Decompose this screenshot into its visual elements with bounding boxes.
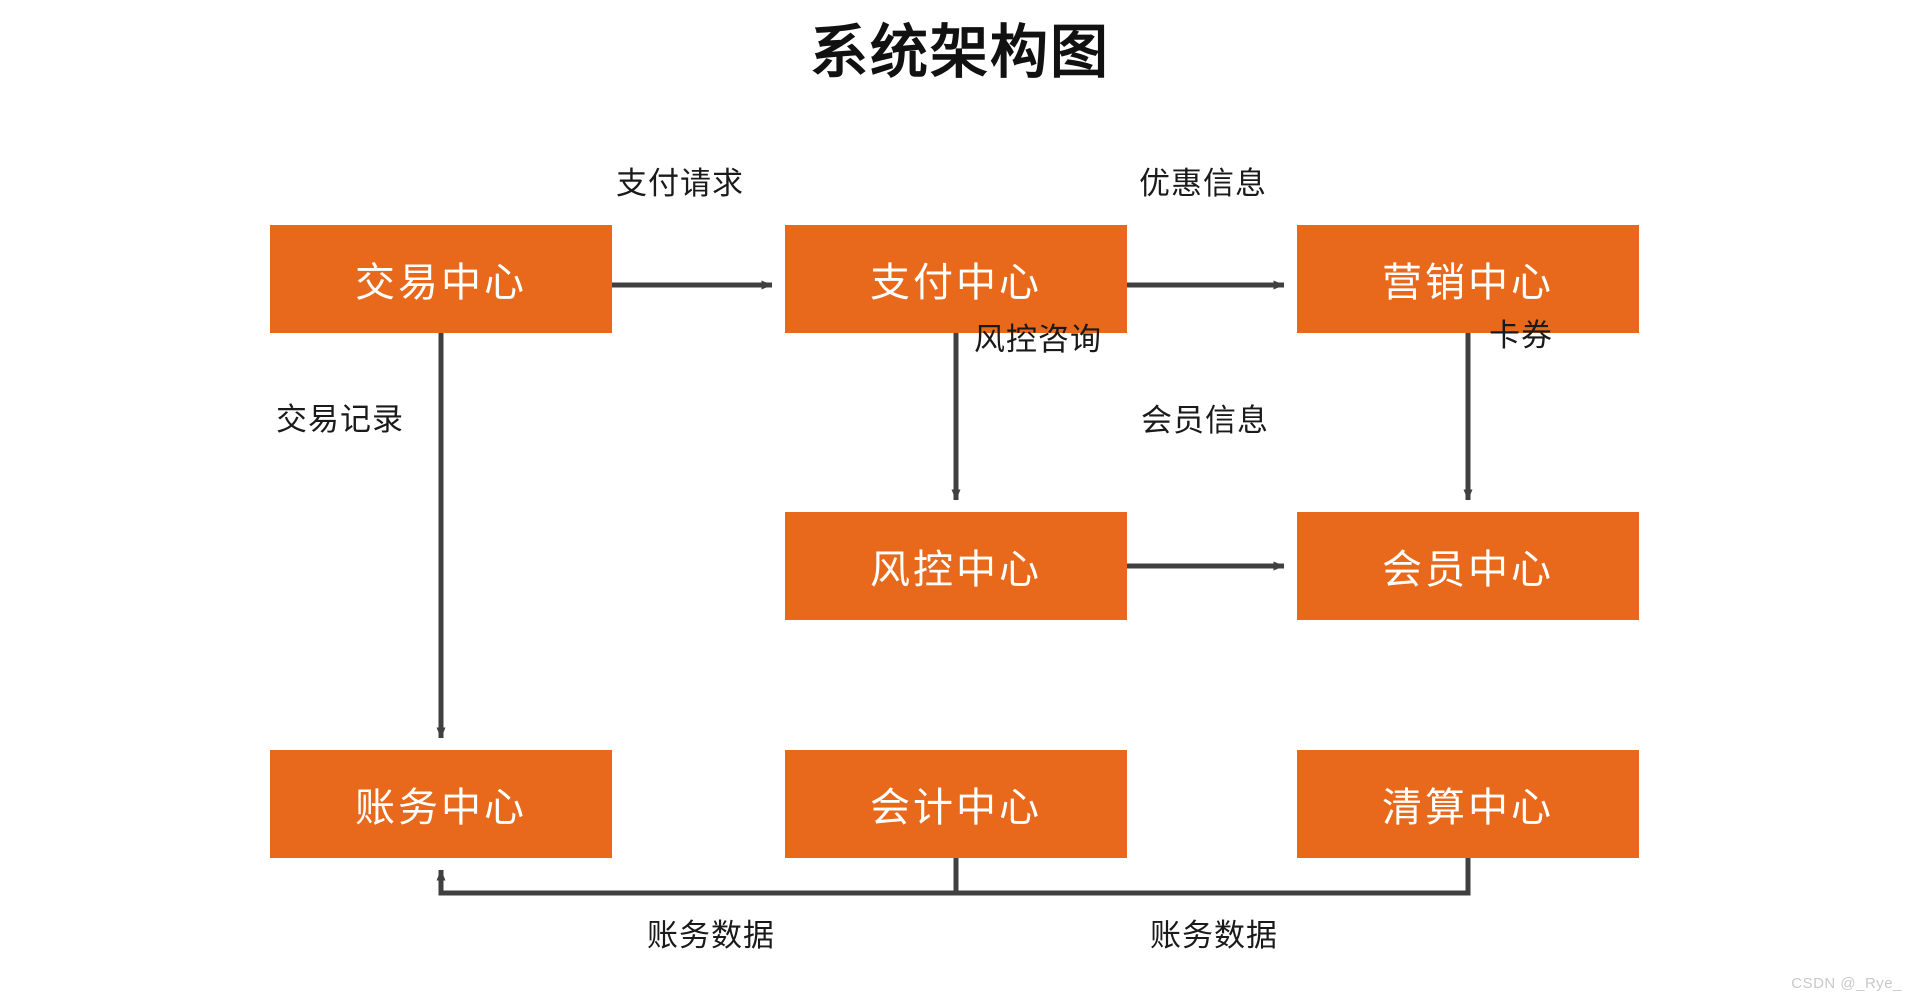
- node-label: 交易中心: [355, 261, 527, 305]
- node-member[interactable]: 会员中心: [1297, 512, 1639, 620]
- edge-label-discount-info: 优惠信息: [1139, 166, 1267, 201]
- edge-label-risk-consult: 风控咨询: [974, 322, 1102, 357]
- node-accounting[interactable]: 账务中心: [270, 750, 612, 858]
- node-label: 清算中心: [1382, 786, 1554, 830]
- page-title: 系统架构图: [809, 20, 1110, 85]
- edge-label-account-data-right: 账务数据: [1150, 918, 1278, 953]
- node-finance[interactable]: 会计中心: [785, 750, 1127, 858]
- node-marketing[interactable]: 营销中心: [1297, 225, 1639, 333]
- node-payment[interactable]: 支付中心: [785, 225, 1127, 333]
- node-label: 风控中心: [870, 548, 1042, 592]
- edge-label-trade-record: 交易记录: [276, 402, 404, 437]
- node-label: 营销中心: [1382, 261, 1554, 305]
- edge-label-payment-request: 支付请求: [616, 166, 744, 201]
- csdn-watermark: CSDN @_Rye_: [1791, 975, 1902, 992]
- edge-finance-to-accounting: [436, 858, 959, 896]
- edge-clearing-to-accounting: [441, 858, 1471, 896]
- node-label: 账务中心: [355, 786, 527, 830]
- edge-label-account-data-left: 账务数据: [647, 918, 775, 953]
- node-clearing[interactable]: 清算中心: [1297, 750, 1639, 858]
- node-label: 会计中心: [870, 786, 1042, 830]
- edge-label-coupon: 卡券: [1489, 318, 1553, 353]
- node-trade[interactable]: 交易中心: [270, 225, 612, 333]
- node-label: 支付中心: [870, 261, 1042, 305]
- node-label: 会员中心: [1382, 548, 1554, 592]
- node-riskctl[interactable]: 风控中心: [785, 512, 1127, 620]
- edge-label-member-info: 会员信息: [1141, 403, 1269, 438]
